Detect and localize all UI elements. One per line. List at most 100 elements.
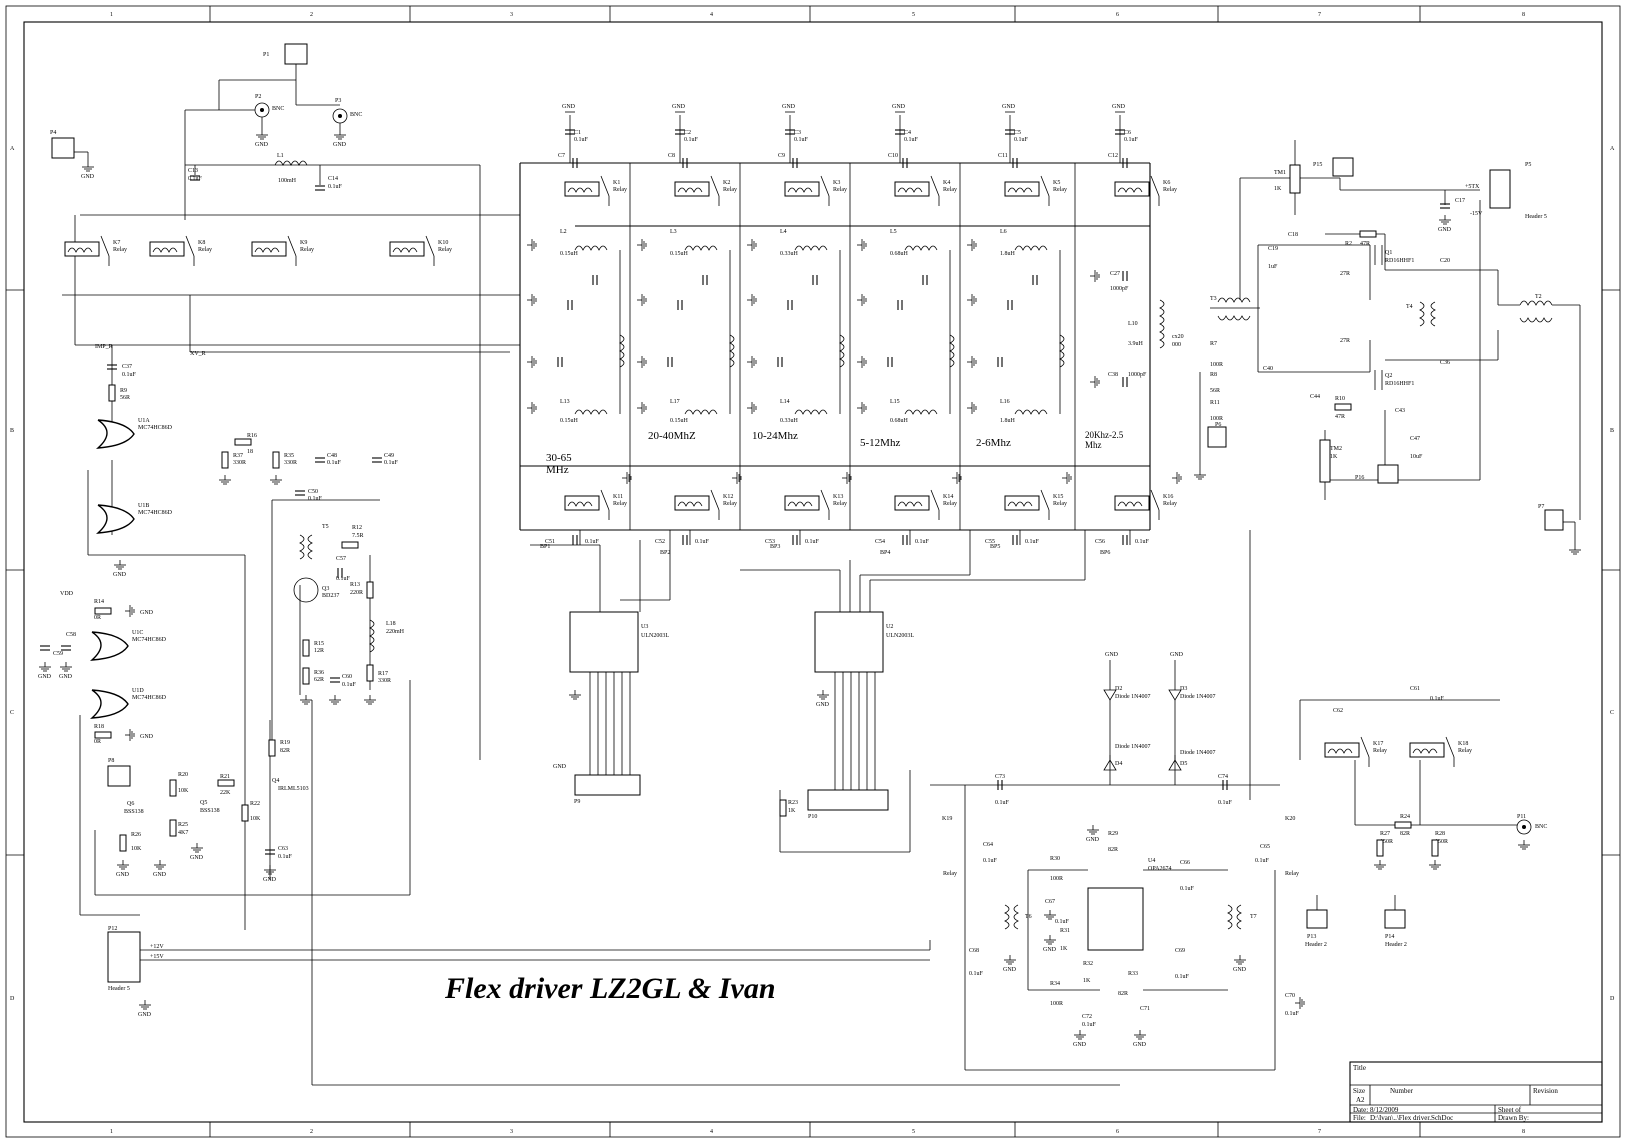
c14-value: 0.1uF xyxy=(328,184,343,190)
inductor xyxy=(1159,299,1165,349)
r37-label: R37 xyxy=(233,453,243,459)
inductor xyxy=(254,247,280,253)
inductor-value: 0.33uH xyxy=(780,251,799,257)
inductor-value: 0.15uH xyxy=(670,418,689,424)
c70-label: C70 xyxy=(1285,993,1295,999)
p12-header-label: Header 5 xyxy=(108,986,130,992)
resistor xyxy=(1359,230,1377,238)
r24-label: R24 xyxy=(1400,814,1410,820)
resistor xyxy=(366,664,374,682)
header-p13 xyxy=(1306,909,1328,929)
r32-value: 1K xyxy=(1083,978,1091,984)
r23-label: R23 xyxy=(788,800,798,806)
capacitor-label: C12 xyxy=(1108,153,1118,159)
c73-value: 0.1uF xyxy=(995,800,1010,806)
l18-value: 220mH xyxy=(386,629,405,635)
p3-label: P3 xyxy=(335,98,341,104)
c61-label: C61 xyxy=(1410,686,1420,692)
d4-label: D4 xyxy=(1115,761,1122,767)
capacitor-label: C4 xyxy=(904,130,911,136)
c64-value: 0.1uF xyxy=(983,858,998,864)
r35-label: R35 xyxy=(284,453,294,459)
header-p6 xyxy=(1207,426,1227,448)
relay-label: K6 xyxy=(1163,180,1170,186)
p5-header-label: Header 5 xyxy=(1525,214,1547,220)
tm2-value: 1K xyxy=(1330,454,1338,460)
c64-label: C64 xyxy=(983,842,993,848)
resistor xyxy=(217,779,235,787)
inductor-value: 0.33uH xyxy=(780,418,799,424)
capacitor-value: 0.1uF xyxy=(1135,539,1150,545)
capacitor-label: C11 xyxy=(998,153,1008,159)
r19-value: 82R xyxy=(280,748,290,754)
relay-type-label: Relay xyxy=(113,247,127,253)
r30-label: R30 xyxy=(1050,856,1060,862)
header-p4 xyxy=(51,137,75,159)
r26-label: R26 xyxy=(131,832,141,838)
c44-label: C44 xyxy=(1310,394,1320,400)
r19-label: R19 xyxy=(280,740,290,746)
inductor xyxy=(904,409,938,415)
q1-part: RD16HHF1 xyxy=(1385,258,1414,264)
row-label-left: C xyxy=(10,710,14,716)
row-label-left: A xyxy=(10,146,15,152)
capacitor-value: 0.1uF xyxy=(1124,137,1139,143)
inductor xyxy=(787,501,813,507)
inductor xyxy=(729,334,735,368)
r9-label: R9 xyxy=(120,388,127,394)
capacitor-value: 1000pF xyxy=(1128,372,1147,378)
bp-label: BP4 xyxy=(880,550,890,556)
resistor xyxy=(119,834,127,852)
t7-label: T7 xyxy=(1250,914,1257,920)
inductor xyxy=(574,409,608,415)
capacitor-label: C54 xyxy=(875,539,885,545)
column-label-bottom: 5 xyxy=(912,1129,915,1135)
resistor xyxy=(366,581,374,599)
d2-label: D2 xyxy=(1115,686,1122,692)
relay-label: K4 xyxy=(943,180,950,186)
inductor xyxy=(904,245,938,251)
c49-label: C49 xyxy=(384,453,394,459)
q4-part: IRLML5103 xyxy=(278,786,309,792)
capacitor-value: 000 xyxy=(1172,342,1181,348)
q3-part: BD237 xyxy=(322,593,339,599)
inductor xyxy=(567,187,593,193)
c68-value: 0.1uF xyxy=(969,971,984,977)
r18-label: R18 xyxy=(94,724,104,730)
resistor xyxy=(108,384,116,402)
input-area xyxy=(51,43,520,930)
r12-value: 7.5R xyxy=(352,533,364,539)
t5-label: T5 xyxy=(322,524,329,530)
c59-label: C59 xyxy=(53,651,63,657)
uln2003-u2 xyxy=(814,611,884,673)
r29-value: 82R xyxy=(1108,847,1118,853)
relay-contact xyxy=(710,175,720,197)
schematic-title: Flex driver LZ2GL & Ivan xyxy=(445,972,776,1005)
inductor-value: 0.68uH xyxy=(890,418,909,424)
l1-label: L1 xyxy=(277,153,284,159)
inductor-label: L5 xyxy=(890,229,897,235)
r25-label: R25 xyxy=(178,822,188,828)
p7-label: P7 xyxy=(1538,504,1544,510)
capacitor-label: C10 xyxy=(888,153,898,159)
column-label-top: 3 xyxy=(510,12,513,18)
column-label-top: 7 xyxy=(1318,12,1321,18)
relay-contact xyxy=(1445,736,1455,758)
bnc-label: BNC xyxy=(1535,824,1547,830)
gnd-label: GND xyxy=(116,872,130,878)
inductor xyxy=(1117,187,1143,193)
relay-drivers xyxy=(530,530,1086,853)
resistor xyxy=(268,739,276,757)
uln2003-u3 xyxy=(569,611,639,673)
header-p9 xyxy=(574,774,641,796)
c66-label: C66 xyxy=(1180,860,1190,866)
resistor xyxy=(272,451,280,469)
resistor xyxy=(1334,403,1352,411)
xor-gate xyxy=(89,689,129,719)
relay-label: K1 xyxy=(613,180,620,186)
relay-type-label: Relay xyxy=(1163,501,1177,507)
c19-label: C19 xyxy=(1268,246,1278,252)
relay-type-label: Relay xyxy=(613,187,627,193)
